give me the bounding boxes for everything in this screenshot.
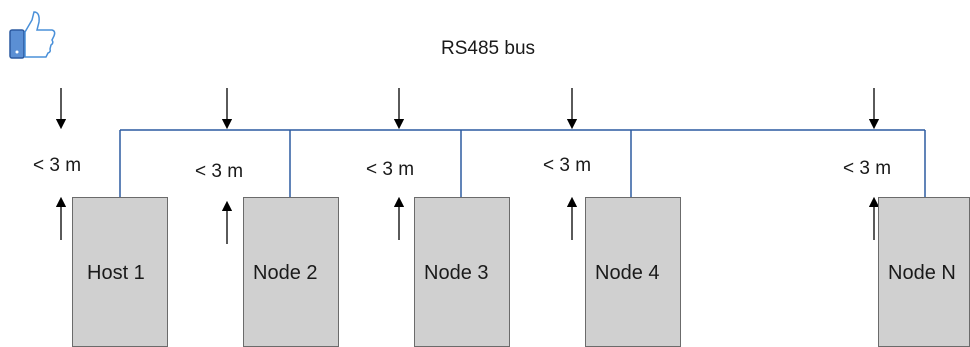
distance-label-4: < 3 m	[543, 155, 592, 176]
node-host-1[interactable]: Host 1	[72, 197, 168, 347]
node-label: Node 4	[595, 262, 660, 284]
distance-label-2: < 3 m	[195, 161, 244, 182]
distance-label-1: < 3 m	[33, 155, 82, 176]
bus-title: RS485 bus	[441, 38, 536, 59]
node-label: Node 3	[424, 262, 489, 284]
node-4[interactable]: Node 4	[585, 197, 681, 347]
thumbs-up-icon[interactable]	[8, 10, 58, 62]
node-label: Host 1	[87, 262, 145, 284]
distance-label-3: < 3 m	[366, 159, 415, 180]
node-n[interactable]: Node N	[878, 197, 970, 347]
distance-label-5: < 3 m	[843, 158, 892, 179]
node-3[interactable]: Node 3	[414, 197, 510, 347]
node-2[interactable]: Node 2	[243, 197, 339, 347]
node-label: Node 2	[253, 262, 318, 284]
node-label: Node N	[888, 262, 956, 284]
